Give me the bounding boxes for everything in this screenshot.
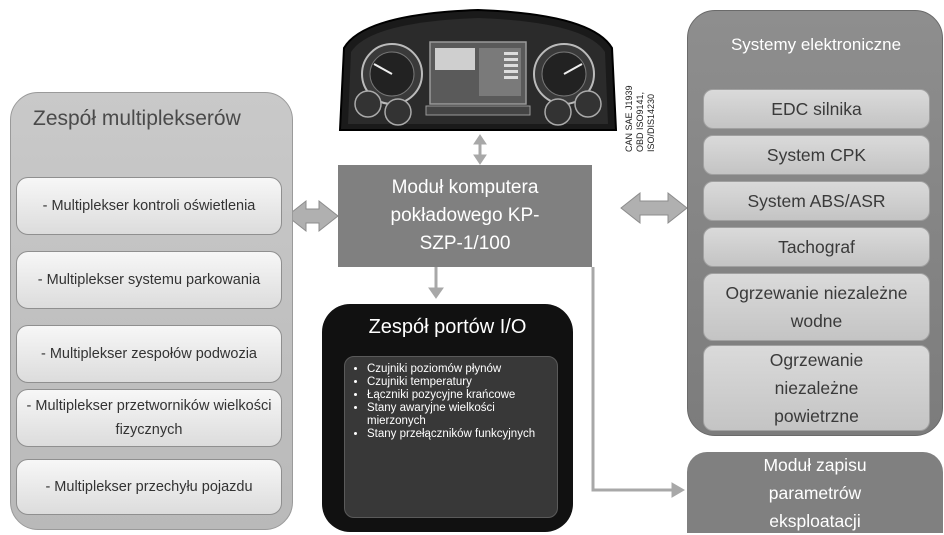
system-item: Ogrzewanie niezależne wodne xyxy=(703,273,930,341)
onboard-computer-module-label: Moduł komputera pokładowego KP-SZP-1/100 xyxy=(390,177,540,254)
io-port-item: Czujniki temperatury xyxy=(367,376,551,389)
can-label-line-1: CAN SAE J1939 xyxy=(624,85,634,152)
multiplexer-item: - Multiplekser przetworników wielkości f… xyxy=(16,389,282,447)
multiplexer-group-panel: Zespół multiplekserów - Multiplekser kon… xyxy=(10,92,293,530)
system-item: System CPK xyxy=(703,135,930,175)
multiplexer-item: - Multiplekser przechyłu pojazdu xyxy=(16,459,282,515)
io-port-item: Łączniki pozycyjne krańcowe xyxy=(367,389,551,402)
io-port-item: Czujniki poziomów płynów xyxy=(367,363,551,376)
dashboard-image xyxy=(338,8,618,131)
io-ports-list: Czujniki poziomów płynów Czujniki temper… xyxy=(344,356,558,518)
io-port-item: Stany awaryjne wielkości mierzonych xyxy=(367,402,551,428)
double-arrow-right xyxy=(620,191,688,225)
electronic-systems-panel: Systemy elektroniczne EDC silnika System… xyxy=(687,10,943,436)
multiplexer-item: - Multiplekser kontroli oświetlenia xyxy=(16,177,282,235)
system-item: Ogrzewanie niezależne powietrzne xyxy=(703,345,930,431)
arrow-to-save xyxy=(591,267,685,498)
io-ports-title: Zespół portów I/O xyxy=(368,316,527,338)
parameter-recording-module: Moduł zapisu parametrów eksploatacji xyxy=(687,452,943,533)
multiplexer-group-title: Zespół multiplekserów xyxy=(33,107,241,130)
can-label-line-2: OBD ISO9141, xyxy=(635,91,645,152)
parameter-recording-module-label: Moduł zapisu parametrów eksploatacji xyxy=(763,454,867,531)
system-item: Tachograf xyxy=(703,227,930,267)
electronic-systems-title: Systemy elektroniczne xyxy=(730,35,902,54)
arrow-to-io xyxy=(428,267,444,299)
io-port-item: Stany przełączników funkcyjnych xyxy=(367,428,551,441)
multiplexer-item: - Multiplekser zespołów podwozia xyxy=(16,325,282,383)
double-arrow-dashboard xyxy=(473,134,487,165)
double-arrow-left xyxy=(286,199,339,233)
onboard-computer-module: Moduł komputera pokładowego KP-SZP-1/100 xyxy=(338,165,592,267)
system-item: System ABS/ASR xyxy=(703,181,930,221)
system-item: EDC silnika xyxy=(703,89,930,129)
multiplexer-item: - Multiplekser systemu parkowania xyxy=(16,251,282,309)
can-label-line-3: ISO/DIS14230 xyxy=(646,93,656,152)
io-ports-panel: Zespół portów I/O Czujniki poziomów płyn… xyxy=(322,304,573,532)
